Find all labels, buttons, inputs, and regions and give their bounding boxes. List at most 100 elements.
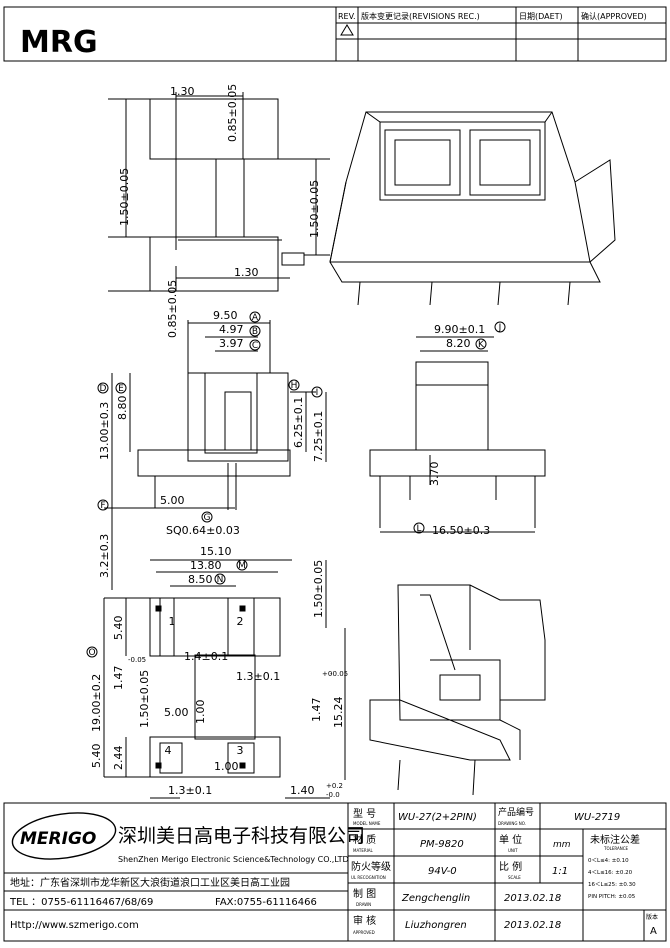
side-view-markers: J K L bbox=[413, 321, 506, 534]
drawn-by: Zengchenglin bbox=[401, 893, 470, 904]
marker-a: A bbox=[252, 313, 259, 323]
front-view bbox=[104, 320, 327, 590]
drawn-label-en: DRAWN bbox=[356, 902, 371, 907]
company-address: 地址：广东省深圳市龙华新区大浪街道浪口工业区美日高工业园 bbox=[10, 876, 290, 889]
bottom-pin-labels: 1 2 3 4 bbox=[165, 615, 244, 757]
model-label-en: MODEL NAME bbox=[353, 821, 381, 826]
merigo-logo-text: MERIGO bbox=[20, 829, 96, 849]
marker-o: O bbox=[88, 648, 95, 658]
tolerance-row-4: PIN PITCH: ±0.05 bbox=[588, 894, 636, 900]
isometric-view-bottom bbox=[369, 584, 546, 796]
approved-date: 2013.02.18 bbox=[504, 920, 561, 931]
dim-bottom-flange: 13.80 bbox=[190, 559, 222, 572]
dim-front-pin-length: 3.2±0.3 bbox=[98, 534, 111, 578]
company-website: Http://www.szmerigo.com bbox=[10, 920, 139, 931]
tolerance-row-1: 0＜L≤4: ±0.10 bbox=[588, 858, 629, 864]
dim-bottom-notch-right-tol-minus: -0.05 bbox=[330, 670, 348, 678]
side-view-dims: 9.90±0.1 8.20 3.70 16.50±0.3 bbox=[428, 323, 490, 537]
company-name-en: ShenZhen Merigo Electronic Science&Techn… bbox=[118, 855, 349, 864]
approved-by: Liuzhongren bbox=[405, 920, 467, 931]
dim-bottom-edge: 1.40 bbox=[290, 784, 315, 797]
dim-front-pin-offset: 5.00 bbox=[160, 494, 185, 507]
dim-pin-inset-bottom: 0.85±0.05 bbox=[166, 280, 179, 338]
drawing-no-value: WU-2719 bbox=[574, 812, 620, 823]
side-view bbox=[369, 336, 546, 533]
drawing-no-label: 产品编号 bbox=[498, 806, 534, 818]
title-block-frame bbox=[3, 802, 667, 942]
pin-detail-dims: 1.30 0.85±0.05 1.50±0.05 1.50±0.05 1.30 … bbox=[118, 84, 321, 338]
tolerance-label-en: TOLERANCE bbox=[603, 846, 628, 851]
marker-d: D bbox=[100, 384, 107, 394]
dim-bottom-core-gap: 1.3±0.1 bbox=[236, 670, 280, 683]
fire-label: 防火等级 bbox=[351, 860, 391, 873]
pin-label-1: 1 bbox=[169, 615, 176, 628]
dim-pin-width-bottom: 1.30 bbox=[234, 266, 259, 279]
bottom-view-markers: M N O bbox=[86, 559, 248, 658]
company-fax: FAX:0755-61116466 bbox=[215, 897, 317, 908]
dim-bottom-total-width: 15.10 bbox=[200, 545, 232, 558]
marker-h: H bbox=[291, 381, 298, 391]
pin-label-4: 4 bbox=[165, 744, 172, 757]
dim-front-pin-size: SQ0.64±0.03 bbox=[166, 524, 240, 537]
dim-pin-height-left: 1.50±0.05 bbox=[118, 168, 131, 226]
drawing-no-label-en: DRAWING NO. bbox=[498, 821, 526, 826]
version-value: A bbox=[650, 926, 657, 937]
dim-bottom-slot: 8.50 bbox=[188, 573, 213, 586]
marker-j: J bbox=[498, 323, 502, 333]
dim-bottom-wall: 1.00 bbox=[194, 700, 207, 725]
bottom-view-dims: 15.10 13.80 8.50 1.50±0.05 5.40 19.00±0.… bbox=[90, 545, 348, 799]
dim-front-outer: 7.25±0.1 bbox=[312, 411, 325, 462]
revision-table bbox=[335, 6, 667, 62]
tolerance-label: 未标注公差 bbox=[590, 833, 640, 846]
tolerance-row-3: 16＜L≤25: ±0.30 bbox=[588, 882, 636, 888]
dim-bottom-pin-span: 15.24 bbox=[332, 697, 345, 729]
header bbox=[3, 6, 667, 62]
dim-bottom-edge-top: 1.50±0.05 bbox=[312, 560, 325, 618]
unit-label: 单 位 bbox=[499, 833, 522, 846]
material-label-en: MATERIAL bbox=[353, 848, 374, 853]
marker-f: F bbox=[100, 501, 105, 511]
dim-bottom-edge-bottom: 1.50±0.05 bbox=[138, 670, 151, 728]
dim-front-window: 4.97 bbox=[219, 323, 244, 336]
pin-detail-view bbox=[108, 92, 330, 292]
unit-label-en: UNIT bbox=[508, 848, 518, 853]
approved-label-en: APPROVED bbox=[353, 930, 375, 935]
bottom-view bbox=[103, 559, 346, 799]
merigo-logo: MERIGO bbox=[11, 812, 117, 860]
dim-bottom-pin-offset: 1.3±0.1 bbox=[168, 784, 212, 797]
dim-front-core: 3.97 bbox=[219, 337, 244, 350]
front-view-markers: A B C D E H I F G bbox=[97, 311, 323, 523]
dim-bottom-edge-tol-plus: +0.2 bbox=[326, 782, 343, 790]
date-header: 日期(DAET) bbox=[519, 12, 563, 21]
material-label: 材 质 bbox=[353, 833, 376, 846]
approved-label: 审 核 bbox=[353, 914, 376, 927]
dim-bottom-total-height: 19.00±0.2 bbox=[90, 674, 103, 732]
marker-b: B bbox=[252, 327, 258, 337]
marker-m: M bbox=[238, 561, 246, 571]
marker-n: N bbox=[217, 575, 224, 585]
drawn-date: 2013.02.18 bbox=[504, 893, 561, 904]
dim-bottom-edge-tol-minus: -0.0 bbox=[326, 791, 340, 799]
dim-bottom-pin-row: 2.44 bbox=[112, 746, 125, 771]
dim-side-width: 9.90±0.1 bbox=[434, 323, 485, 336]
material-value: PM-9820 bbox=[420, 839, 464, 850]
marker-e: E bbox=[118, 384, 124, 394]
dim-bottom-notch-left: 1.47 bbox=[112, 666, 125, 691]
dim-bottom-upper-block: 5.40 bbox=[112, 616, 125, 641]
dim-front-body: 8.80 bbox=[116, 396, 129, 421]
dim-side-total: 16.50±0.3 bbox=[432, 524, 490, 537]
dim-bottom-pin-step: 1.00 bbox=[214, 760, 239, 773]
scale-label: 比 例 bbox=[499, 860, 522, 873]
dim-front-inner: 6.25±0.1 bbox=[292, 397, 305, 448]
unit-value: mm bbox=[553, 840, 571, 850]
tolerance-row-2: 4＜L≤16: ±0.20 bbox=[588, 870, 633, 876]
dim-bottom-window: 5.00 bbox=[164, 706, 189, 719]
dim-front-width: 9.50 bbox=[213, 309, 238, 322]
approved-header: 确认(APPROVED) bbox=[581, 11, 647, 21]
marker-i: I bbox=[316, 388, 319, 398]
marker-k: K bbox=[478, 340, 485, 350]
dim-bottom-notch-right-tol-plus: +0 bbox=[322, 670, 332, 678]
dim-side-base: 3.70 bbox=[428, 462, 441, 487]
front-view-dims: 9.50 4.97 3.97 13.00±0.3 8.80 6.25±0.1 7… bbox=[98, 309, 325, 578]
